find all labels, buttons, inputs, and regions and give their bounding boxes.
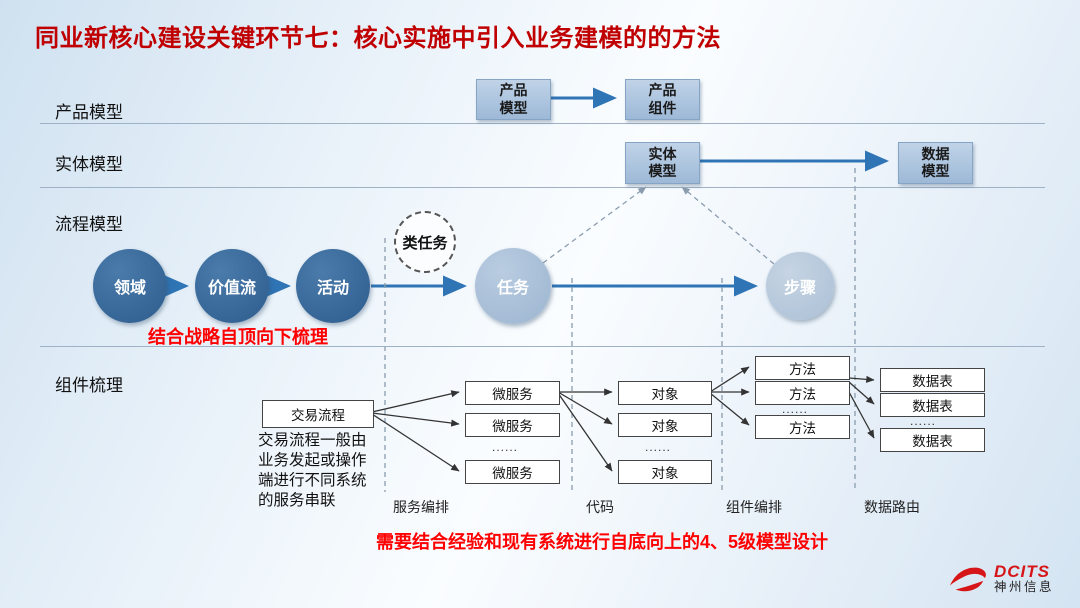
label-component-orchestration: 组件编排 bbox=[726, 501, 782, 516]
method-box: 方法 bbox=[755, 381, 850, 405]
row-label-entity-model: 实体模型 bbox=[55, 155, 123, 174]
label-data-routing: 数据路由 bbox=[864, 501, 920, 516]
product-component-box: 产品 组件 bbox=[625, 79, 700, 120]
method-box: 方法 bbox=[755, 415, 850, 439]
product-component-line2: 组件 bbox=[648, 99, 677, 116]
transaction-flow-box: 交易流程 bbox=[262, 400, 374, 428]
activity-circle: 活动 bbox=[296, 249, 370, 323]
product-model-line1: 产品 bbox=[499, 82, 528, 98]
logo-swoosh-icon bbox=[950, 567, 986, 592]
logo-text: DCITS 神州信息 bbox=[993, 561, 1054, 595]
row-label-product-model: 产品模型 bbox=[55, 103, 123, 122]
microservice-box: 微服务 bbox=[465, 413, 560, 437]
microservice-box: 微服务 bbox=[465, 460, 560, 484]
data-table-ellipsis: ...... bbox=[910, 414, 937, 428]
logo-brand: DCITS bbox=[993, 561, 1050, 581]
product-model-line2: 模型 bbox=[499, 99, 528, 116]
row-label-component-sort: 组件梳理 bbox=[55, 376, 123, 395]
data-model-box: 数据 模型 bbox=[898, 142, 973, 184]
object-ellipsis: ...... bbox=[645, 440, 672, 454]
product-component-line1: 产品 bbox=[648, 82, 677, 98]
note-line-1: 交易流程一般由 bbox=[258, 432, 367, 449]
divider-line-2 bbox=[40, 187, 1045, 188]
object-box: 对象 bbox=[618, 413, 712, 437]
divider-line-3 bbox=[40, 346, 1045, 347]
task-circle: 任务 bbox=[475, 248, 551, 324]
object-box: 对象 bbox=[618, 381, 712, 405]
data-model-line1: 数据 bbox=[921, 145, 950, 162]
note-line-4: 的服务串联 bbox=[258, 492, 336, 510]
method-ellipsis: ...... bbox=[782, 402, 809, 416]
divider-line-1 bbox=[40, 123, 1045, 124]
row-label-process-model: 流程模型 bbox=[55, 215, 123, 234]
object-box: 对象 bbox=[618, 460, 712, 484]
transaction-flow-note: 交易流程一般由 业务发起或操作 端进行不同系统 的服务串联 bbox=[258, 431, 393, 512]
data-table-box: 数据表 bbox=[880, 393, 985, 417]
data-model-line2: 模型 bbox=[921, 163, 950, 179]
data-table-box: 数据表 bbox=[880, 428, 985, 452]
strategy-note: 结合战略自顶向下梳理 bbox=[148, 327, 328, 347]
entity-model-box: 实体 模型 bbox=[625, 142, 700, 184]
note-line-3: 端进行不同系统 bbox=[258, 472, 367, 490]
data-table-box: 数据表 bbox=[880, 368, 985, 392]
task-class-circle: 类任务 bbox=[394, 211, 456, 273]
microservice-ellipsis: ...... bbox=[492, 440, 519, 454]
entity-model-line2: 模型 bbox=[648, 163, 677, 179]
page-title: 同业新核心建设关键环节七：核心实施中引入业务建模的的方法 bbox=[35, 25, 721, 52]
bottom-note: 需要结合经验和现有系统进行自底向上的4、5级模型设计 bbox=[376, 532, 829, 552]
logo-company: 神州信息 bbox=[993, 580, 1054, 595]
note-line-2: 业务发起或操作 bbox=[258, 452, 367, 470]
value-stream-circle: 价值流 bbox=[195, 249, 269, 323]
label-service-orchestration: 服务编排 bbox=[393, 501, 449, 516]
step-circle: 步骤 bbox=[766, 252, 834, 320]
product-model-box: 产品 模型 bbox=[476, 79, 551, 120]
domain-circle: 领域 bbox=[93, 249, 167, 323]
entity-model-line1: 实体 bbox=[648, 145, 677, 162]
microservice-box: 微服务 bbox=[465, 381, 560, 405]
dcits-logo: DCITS 神州信息 bbox=[947, 562, 1054, 596]
label-code: 代码 bbox=[586, 501, 614, 516]
method-box: 方法 bbox=[755, 356, 850, 380]
